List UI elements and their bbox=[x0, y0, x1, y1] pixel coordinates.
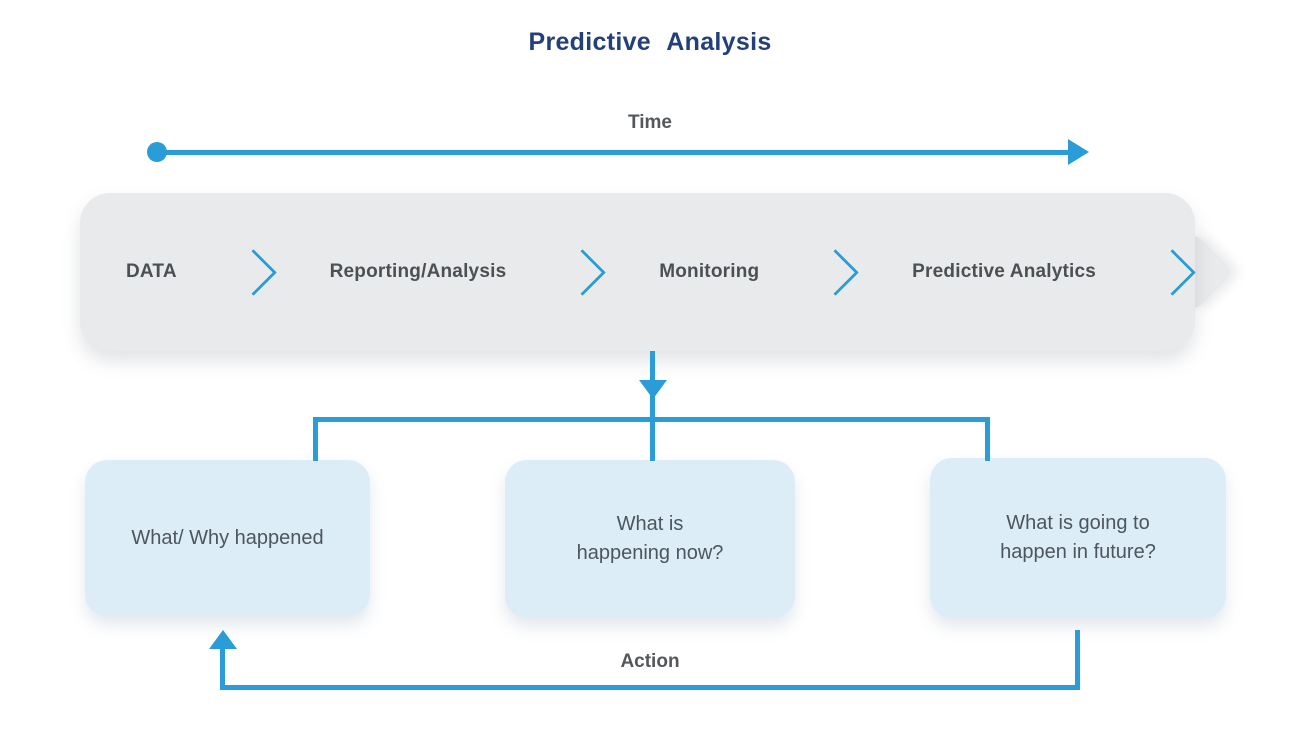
page-title: Predictive Analysis bbox=[528, 28, 772, 56]
arrow-down-icon bbox=[639, 380, 667, 399]
arrow-up-icon bbox=[209, 630, 237, 649]
stage-monitoring: Monitoring bbox=[659, 261, 760, 282]
chevron-right-icon bbox=[812, 248, 860, 296]
action-line-down-from-future bbox=[1075, 630, 1080, 690]
timeline-arrow-line bbox=[157, 150, 1070, 155]
stage-predictive-analytics: Predictive Analytics bbox=[912, 261, 1097, 282]
chevron-right-icon bbox=[229, 248, 277, 296]
connector-banner-to-boxes bbox=[650, 351, 655, 461]
chevron-right-icon bbox=[1149, 248, 1196, 296]
connector-drop-right bbox=[985, 417, 990, 461]
arrow-right-icon bbox=[1068, 139, 1089, 165]
chevron-right-icon bbox=[559, 248, 607, 296]
connector-drop-left bbox=[313, 417, 318, 461]
time-axis-label: Time bbox=[627, 112, 672, 133]
stage-data: DATA bbox=[126, 261, 177, 282]
connector-horizontal bbox=[313, 417, 990, 422]
stage-reporting-analysis: Reporting/Analysis bbox=[329, 261, 507, 282]
action-line-up-to-past bbox=[220, 648, 225, 690]
pipeline-banner: DATA Reporting/Analysis Monitoring Predi… bbox=[80, 193, 1196, 351]
question-box-past: What/ Why happened bbox=[85, 460, 370, 616]
action-line-horizontal bbox=[220, 685, 1080, 690]
question-box-present: What is happening now? bbox=[505, 460, 795, 618]
action-label: Action bbox=[620, 651, 680, 672]
question-box-future: What is going to happen in future? bbox=[930, 458, 1226, 618]
